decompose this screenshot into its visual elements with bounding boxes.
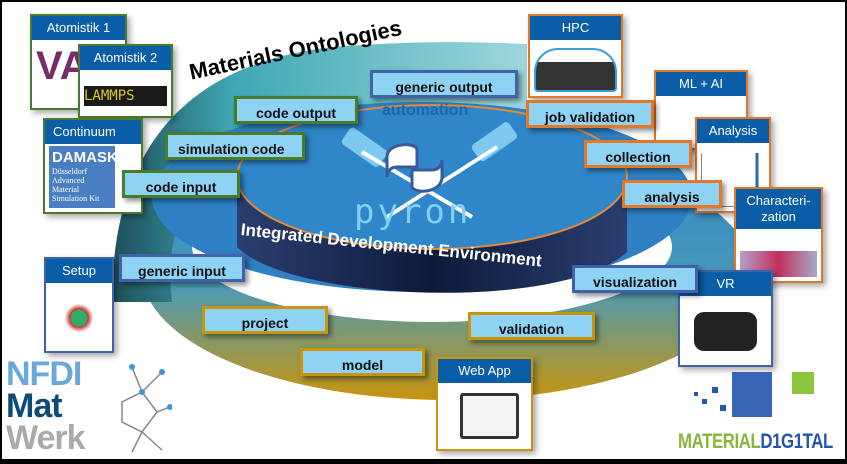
card-title: HPC [530, 16, 621, 40]
card-title: Web App [438, 359, 531, 383]
nfdi-logo-line2: Mat [6, 387, 63, 425]
vr-headset-icon [694, 312, 757, 351]
label-generic-output: generic output [370, 70, 518, 98]
card-title: Continuum [45, 120, 141, 144]
card-setup[interactable]: Setup [44, 257, 114, 353]
card-title: Setup [46, 259, 112, 283]
nfdi-logo-line3: Werk [6, 419, 86, 457]
label-analysis: analysis [622, 180, 722, 208]
damask-logo-text: DAMASK [52, 149, 118, 166]
card-title: Analysis [697, 119, 769, 143]
nfdi-matwerk-logo: NFDI Mat Werk [6, 355, 86, 457]
crystal-structure-icon [50, 289, 108, 347]
label-simulation-code: simulation code [165, 132, 305, 160]
card-web-app[interactable]: Web App [436, 357, 533, 451]
material-digital-logo: MATERIALD1G1TAL [678, 430, 833, 454]
label-project: project [202, 306, 328, 334]
label-code-input: code input [122, 170, 240, 198]
label-validation: validation [468, 312, 595, 340]
network-graph-icon [121, 364, 172, 453]
card-title: Atomistik 1 [32, 16, 125, 40]
devices-icon [460, 393, 519, 439]
label-collection: collection [584, 140, 692, 168]
damask-logo: DAMASK Düsseldorf Advanced Material Simu… [49, 146, 118, 208]
label-visualization: visualization [572, 265, 698, 293]
label-job-validation: job validation [526, 100, 654, 128]
card-title: Atomistik 2 [80, 46, 171, 70]
card-characterization[interactable]: Characteri-zation [734, 187, 823, 283]
python-icon [385, 143, 444, 193]
card-continuum[interactable]: Continuum DAMASK Düsseldorf Advanced Mat… [43, 118, 143, 214]
pyiron-logo: pyron [354, 192, 472, 232]
nfdi-logo-line1: NFDI [6, 355, 82, 393]
md-logo-part1: MATERIAL [678, 430, 761, 453]
ring-subtitle: automation [382, 102, 469, 119]
md-logo-part2: D1G1TAL [760, 430, 833, 453]
label-generic-input: generic input [119, 254, 245, 282]
card-title: Characteri-zation [736, 189, 821, 229]
card-title: ML + AI [656, 72, 746, 96]
damask-logo-sub: Düsseldorf Advanced Material Simulation … [52, 167, 100, 203]
card-atomistik-2[interactable]: Atomistik 2 LAMMPS [78, 44, 173, 118]
lammps-logo: LAMMPS [84, 86, 167, 106]
cloud-server-icon [534, 48, 617, 92]
material-digital-cube-icon [694, 372, 814, 417]
label-model: model [300, 348, 425, 376]
label-code-output: code output [234, 96, 358, 124]
card-hpc[interactable]: HPC [528, 14, 623, 98]
